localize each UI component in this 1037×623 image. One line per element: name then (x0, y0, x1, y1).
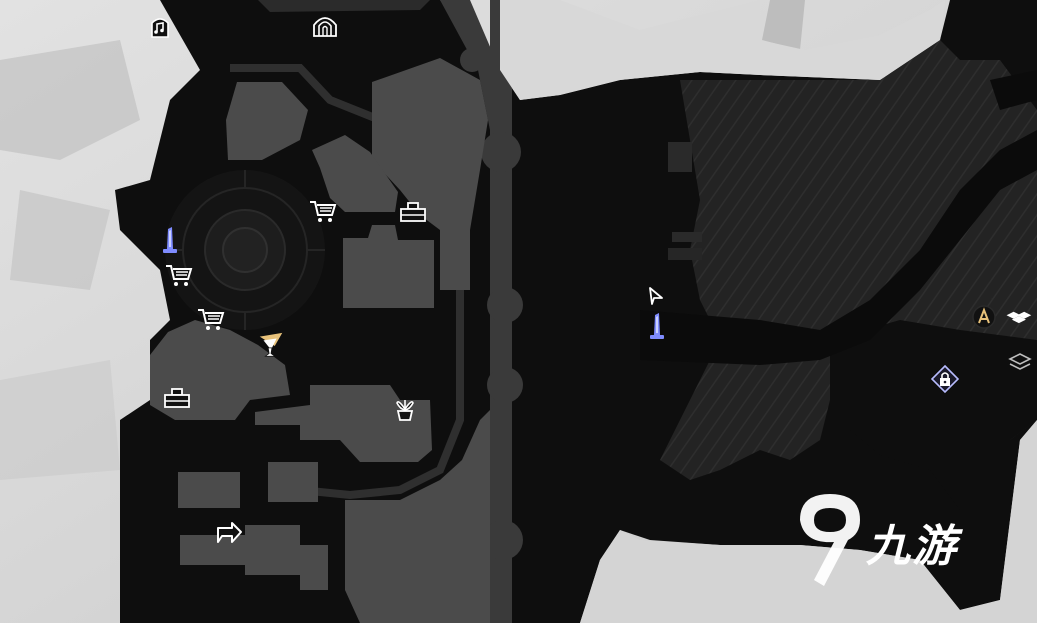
bench-icon[interactable] (398, 198, 428, 228)
player-pointer-icon (640, 280, 670, 310)
sub-region-a-icon[interactable] (969, 302, 999, 332)
arch-gate-icon[interactable] (310, 10, 340, 40)
layer-stack-icon[interactable] (1003, 302, 1033, 332)
layer-stack-icon[interactable] (1005, 348, 1035, 378)
potted-plant-icon[interactable] (390, 394, 420, 424)
shop-cart-icon[interactable] (164, 260, 194, 290)
quest-trophy-icon[interactable] (256, 330, 286, 360)
signpost-arrow-icon[interactable] (214, 518, 244, 548)
watermark: 九游 (790, 488, 1010, 588)
teleport-pillar-icon[interactable] (642, 312, 672, 342)
shop-cart-icon[interactable] (196, 304, 226, 334)
bench-icon[interactable] (162, 384, 192, 414)
9game-logo-icon (800, 494, 860, 586)
watermark-text: 九游 (866, 521, 958, 572)
shop-cart-icon[interactable] (308, 196, 338, 226)
teleport-pillar-icon[interactable] (155, 226, 185, 256)
locked-chest-icon[interactable] (930, 364, 960, 394)
music-note-icon[interactable] (145, 12, 175, 42)
